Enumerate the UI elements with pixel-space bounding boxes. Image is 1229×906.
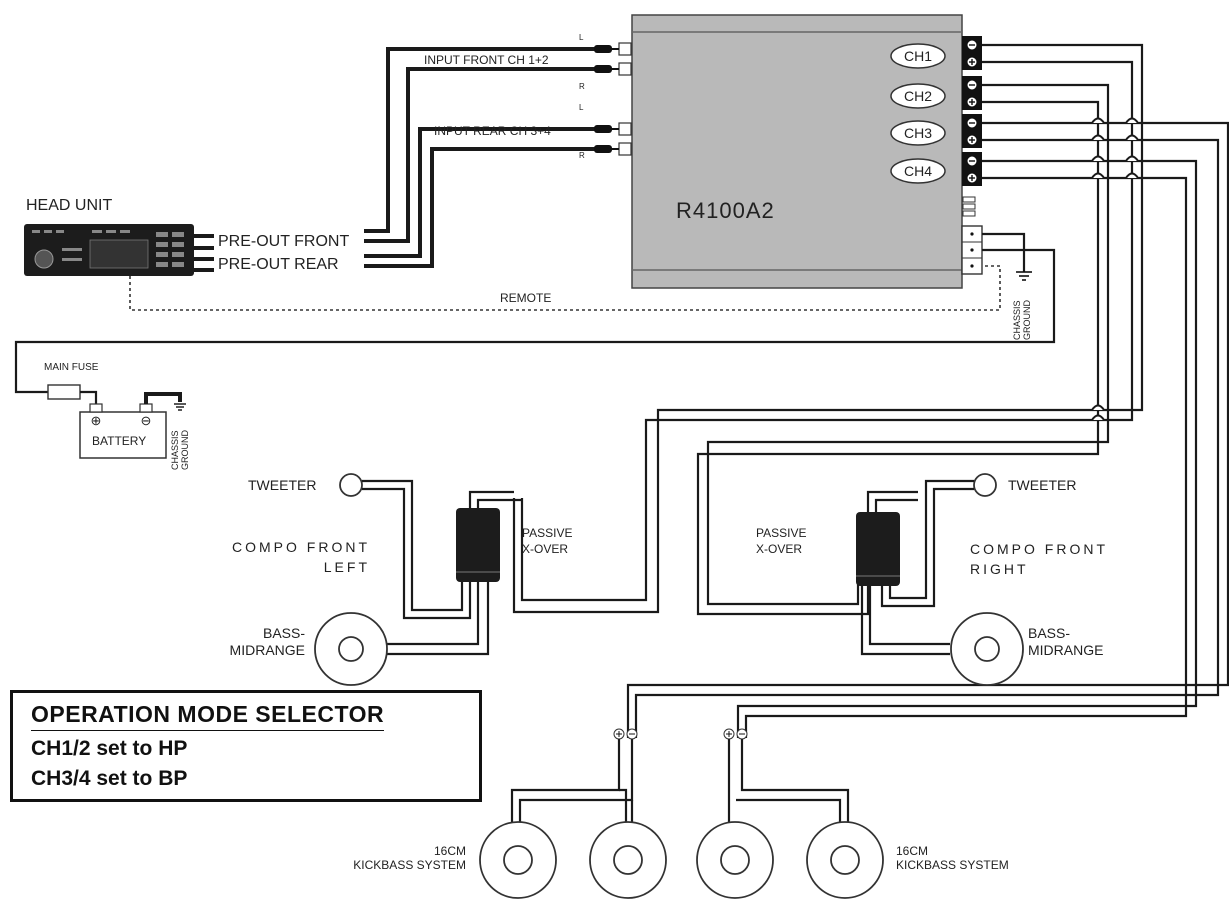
battery-label: BATTERY xyxy=(92,434,146,448)
main-fuse-icon xyxy=(47,384,81,400)
mode-selector-line-1: CH1/2 set to HP xyxy=(31,737,188,760)
head-unit: HEAD UNIT xyxy=(24,197,214,276)
channel-1-label: CH1 xyxy=(904,48,932,64)
input-front-right-mark: R xyxy=(579,82,585,91)
rca-input-jacks xyxy=(618,42,632,156)
input-rear-right-mark: R xyxy=(579,151,585,160)
power-wire xyxy=(14,248,1056,394)
channel-3-badge xyxy=(890,120,946,146)
ground-wire xyxy=(982,232,1026,272)
tweeter-left-icon xyxy=(339,473,363,497)
channel-4-badge xyxy=(890,158,946,184)
pre-out-front-label: PRE-OUT FRONT xyxy=(218,233,349,250)
operation-mode-selector-box: OPERATION MODE SELECTOR CH1/2 set to HP … xyxy=(10,690,482,802)
xover-left-icon xyxy=(456,508,500,582)
channel-1-badge xyxy=(890,43,946,69)
head-unit-knob-icon xyxy=(34,249,54,269)
channel-4-label: CH4 xyxy=(904,163,932,179)
battery-ground-icon xyxy=(174,403,186,411)
battery-body xyxy=(79,411,167,459)
speaker-wires xyxy=(512,43,1229,738)
speaker-terminals xyxy=(962,36,982,186)
bass-mid-right-label: BASS-MIDRANGE xyxy=(1028,625,1103,658)
battery: ⊕ ⊖ BATTERY CHASSISGROUND xyxy=(79,392,190,470)
remote-wire xyxy=(129,265,1001,311)
mode-selector-title: OPERATION MODE SELECTOR xyxy=(31,701,385,731)
input-front-left-mark: L xyxy=(579,33,584,42)
head-unit-title: HEAD UNIT xyxy=(26,197,112,214)
input-front-label: INPUT FRONT CH 1+2 xyxy=(424,53,549,67)
battery-minus-icon: ⊖ xyxy=(141,413,152,428)
pre-out-rear-label: PRE-OUT REAR xyxy=(218,256,339,273)
wire-crossover-hops xyxy=(1091,117,1139,421)
battery-chassis-ground-label: CHASSISGROUND xyxy=(170,430,190,470)
battery-plus-icon: ⊕ xyxy=(91,413,102,428)
input-rear-left-mark: L xyxy=(579,103,584,112)
rca-cables xyxy=(364,45,619,268)
remote-label: REMOTE xyxy=(500,291,551,305)
power-terminal-block xyxy=(961,225,983,275)
channel-2-label: CH2 xyxy=(904,88,932,104)
amplifier: R4100A2 CH1 CH2 CH3 CH4 xyxy=(618,14,983,289)
tweeter-right-icon xyxy=(973,473,997,497)
amplifier-model: R4100A2 xyxy=(676,198,775,223)
bass-mid-left-label: BASS-MIDRANGE xyxy=(230,625,306,658)
channel-2-badge xyxy=(890,83,946,109)
mode-selector-line-2: CH3/4 set to BP xyxy=(31,767,188,790)
chassis-ground-icon xyxy=(1016,271,1032,281)
input-rear-label: INPUT REAR CH 3+4 xyxy=(434,124,551,138)
amp-chassis-ground-label: CHASSISGROUND xyxy=(1012,300,1032,340)
main-fuse: MAIN FUSE xyxy=(44,362,99,404)
channel-3-label: CH3 xyxy=(904,125,932,141)
tweeter-right-label: TWEETER xyxy=(1008,477,1076,493)
xover-right-icon xyxy=(856,512,900,586)
amplifier-fuse-slots xyxy=(962,196,976,217)
tweeter-left-label: TWEETER xyxy=(248,477,316,493)
main-fuse-label: MAIN FUSE xyxy=(44,362,99,373)
